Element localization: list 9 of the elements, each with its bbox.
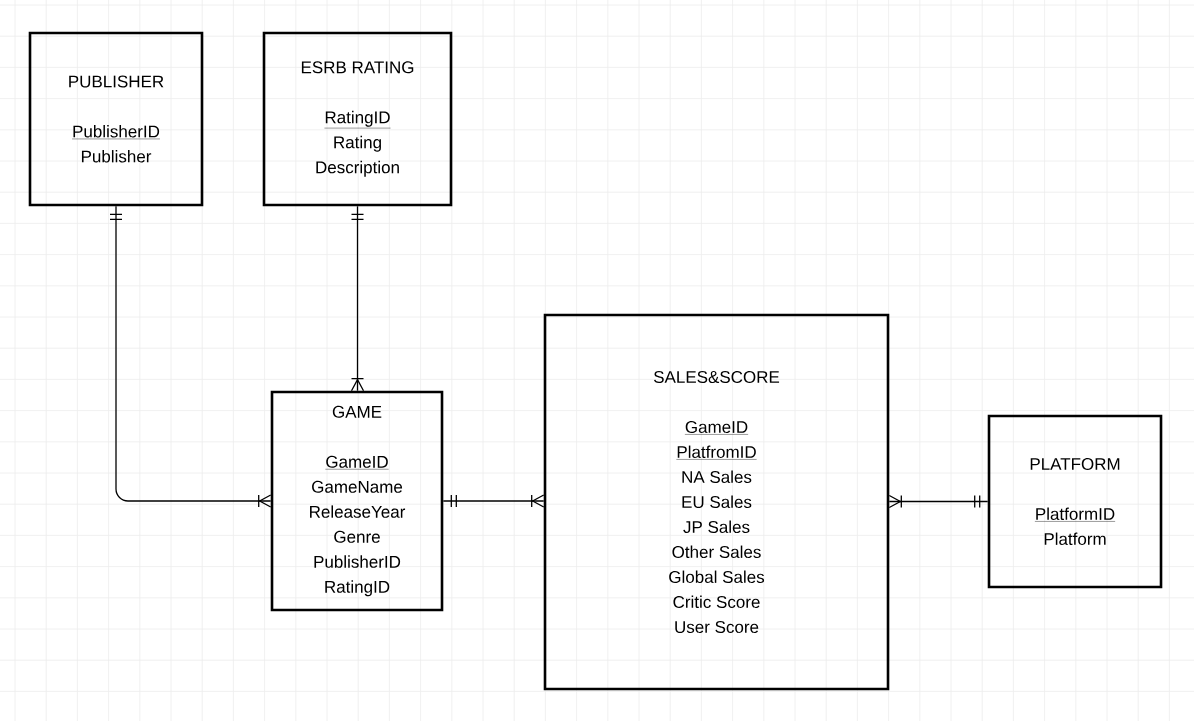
entity-box: GAME GameID GameName ReleaseYear Genre PublisherID RatingID [270, 390, 444, 612]
relationship-line [109, 205, 272, 508]
entity-box: SALES&SCORE GameID PlatfromID NA Sales EU Sales JP Sales Other Sales Global Sales Critic Score User Score [543, 313, 890, 691]
entity-box: ESRB RATING RatingID Rating Description [262, 31, 453, 207]
relationship-line [888, 494, 989, 509]
relationship-line [350, 205, 365, 392]
entity-box: PLATFORM PlatformID Platform [987, 414, 1163, 589]
relationship-line [442, 494, 545, 508]
entity-box: PUBLISHER PublisherID Publisher [28, 31, 204, 207]
